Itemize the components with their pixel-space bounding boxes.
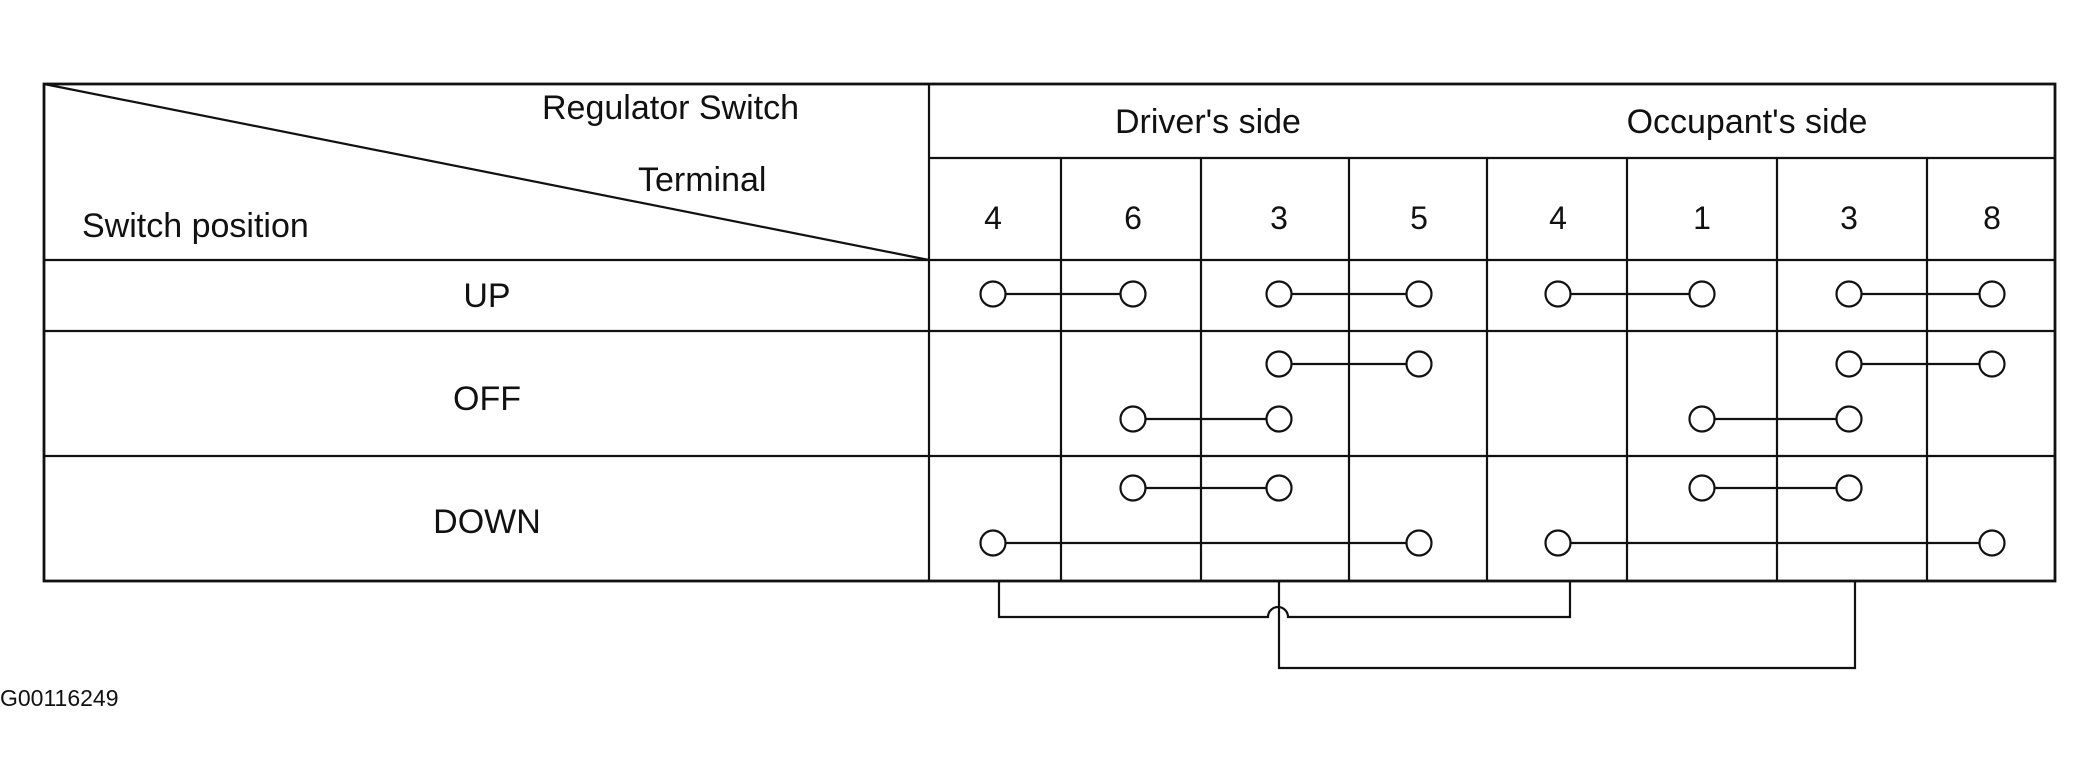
header-diagonal-line: [43, 82, 930, 262]
terminal-node: [979, 529, 1007, 557]
switch-position-label: Switch position: [82, 207, 309, 245]
drivers-side-label: Driver's side: [1115, 103, 1301, 141]
terminal-node: [1405, 280, 1433, 308]
crossover-wire-terminal-4: [997, 581, 1572, 619]
terminal-node: [1978, 280, 2006, 308]
position-label-down: DOWN: [433, 503, 541, 541]
terminal-number: 8: [1983, 200, 2001, 236]
terminal-node: [979, 280, 1007, 308]
terminal-node: [1835, 474, 1863, 502]
terminal-node: [1835, 405, 1863, 433]
terminal-node: [1265, 280, 1293, 308]
terminal-node: [1835, 280, 1863, 308]
terminal-number: 4: [984, 200, 1002, 236]
terminal-node: [1265, 474, 1293, 502]
occupants-side-label: Occupant's side: [1627, 103, 1868, 141]
terminal-node: [1405, 529, 1433, 557]
terminal-number: 4: [1549, 200, 1567, 236]
terminal-node: [1119, 280, 1147, 308]
position-label-up: UP: [463, 277, 510, 315]
terminal-node: [1978, 529, 2006, 557]
terminal-number: 5: [1410, 200, 1428, 236]
table-frame: [42, 82, 2057, 583]
continuity-connections: [979, 280, 2006, 557]
position-label-off: OFF: [453, 380, 521, 418]
terminal-node: [1544, 529, 1572, 557]
terminal-node: [1835, 350, 1863, 378]
terminal-node: [1405, 350, 1433, 378]
crossover-wire-terminal-3: [1277, 581, 1857, 670]
terminal-node: [1265, 350, 1293, 378]
terminal-node: [1688, 280, 1716, 308]
terminal-number: 3: [1270, 200, 1288, 236]
terminal-node: [1119, 405, 1147, 433]
terminal-node: [1265, 405, 1293, 433]
terminal-node: [1688, 474, 1716, 502]
terminal-number: 3: [1840, 200, 1858, 236]
terminal-number: 1: [1693, 200, 1711, 236]
regulator-switch-label: Regulator Switch: [542, 89, 799, 127]
terminal-number: 6: [1124, 200, 1142, 236]
terminal-node: [1978, 350, 2006, 378]
figure-code: G00116249: [0, 685, 119, 711]
terminal-node: [1688, 405, 1716, 433]
terminal-label: Terminal: [638, 161, 766, 199]
terminal-number-row: 4 6 3 5 4 1 3 8: [984, 200, 2001, 236]
terminal-node: [1544, 280, 1572, 308]
terminal-node: [1119, 474, 1147, 502]
